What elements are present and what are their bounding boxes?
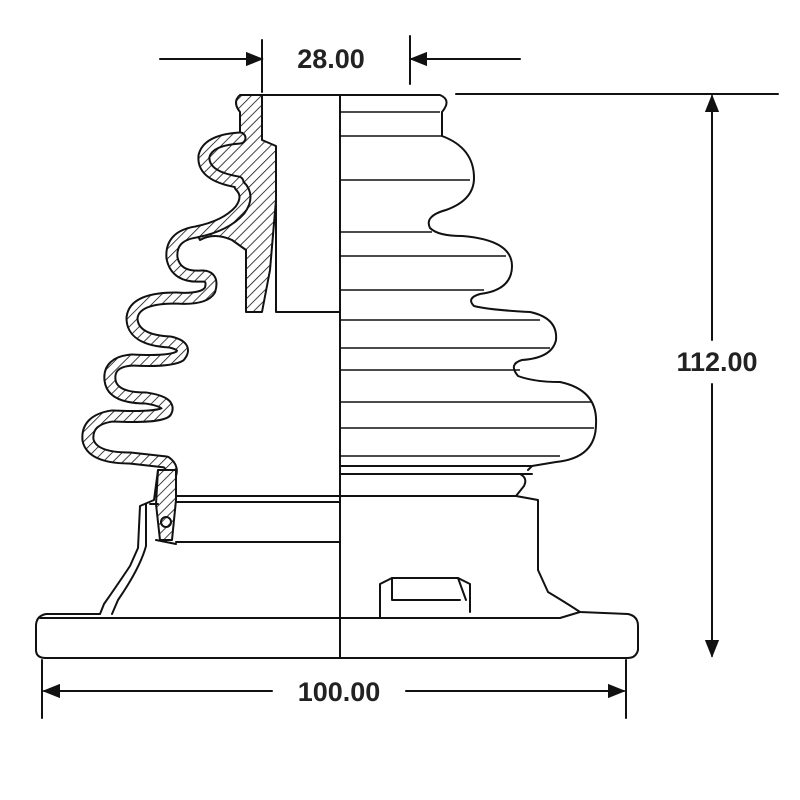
dimension-height: 112.00 xyxy=(455,93,779,658)
bellows-wall xyxy=(81,131,252,483)
dimension-base-width: 100.00 xyxy=(41,659,627,719)
dimension-top-width: 28.00 xyxy=(159,35,521,93)
boot-section-view xyxy=(35,94,341,659)
dimension-label-top-width: 28.00 xyxy=(297,44,365,74)
shading-lines xyxy=(340,111,594,457)
boot-exterior-view xyxy=(339,94,639,659)
dimension-label-base-width: 100.00 xyxy=(298,677,381,707)
dimension-label-height: 112.00 xyxy=(676,347,757,377)
